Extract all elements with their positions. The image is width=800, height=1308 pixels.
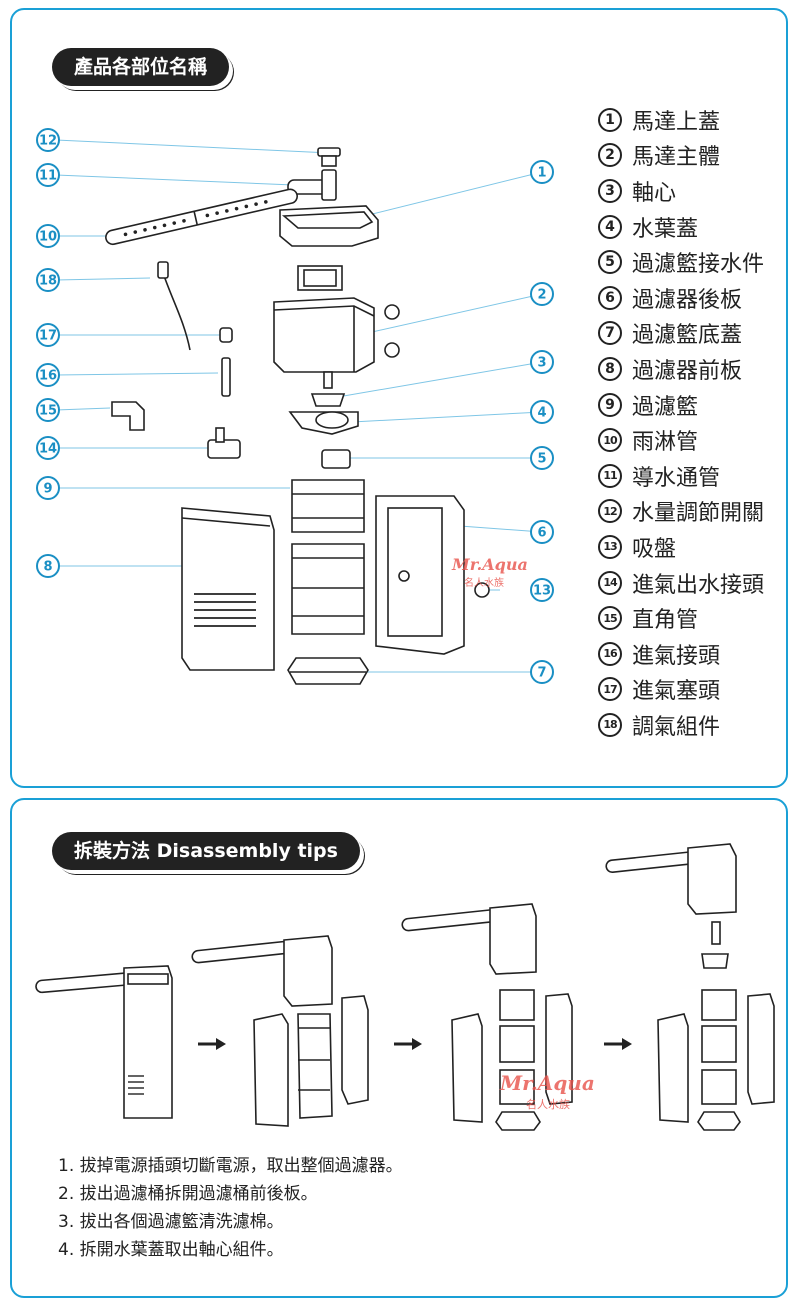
callout-1: 1 (537, 166, 546, 181)
part-drawings (105, 147, 490, 685)
legend-label: 水量調節開關 (632, 501, 765, 527)
callout-9: 9 (43, 482, 52, 497)
legend-label: 進氣接頭 (632, 643, 721, 669)
legend-item: 13 吸盤 (598, 529, 764, 565)
disassembly-steps: 1. 拔掉電源插頭切斷電源，取出整個過濾器。 2. 拔出過濾桶拆開過濾桶前後板。… (58, 1152, 403, 1264)
callout-circles: 12 11 10 18 17 16 15 14 9 8 1 2 3 4 5 6 … (36, 128, 554, 684)
legend-item: 1 馬達上蓋 (598, 102, 764, 138)
disassembly-section-title: 拆裝方法 Disassembly tips (52, 832, 360, 870)
legend-number: 13 (598, 534, 622, 559)
legend-label: 水葉蓋 (632, 216, 699, 242)
legend-number: 6 (598, 285, 622, 310)
legend-label: 進氣塞頭 (632, 679, 721, 705)
legend-number: 18 (598, 712, 622, 737)
callout-17: 17 (39, 329, 57, 344)
callout-11: 11 (39, 169, 57, 184)
parts-panel: 產品各部位名稱 12 11 10 18 (10, 8, 788, 788)
watermark-sub: 名人水族 (464, 576, 504, 589)
legend-item: 8 過濾器前板 (598, 351, 764, 387)
legend-label: 直角管 (632, 608, 699, 634)
stage-1-assembled (35, 965, 173, 1119)
legend-number: 1 (598, 107, 622, 132)
legend-item: 16 進氣接頭 (598, 636, 764, 672)
callout-2: 2 (537, 288, 546, 303)
legend-label: 馬達上蓋 (632, 109, 721, 135)
legend-label: 過濾籃 (632, 394, 699, 420)
step-2: 2. 拔出過濾桶拆開過濾桶前後板。 (58, 1184, 318, 1204)
legend-number: 17 (598, 677, 622, 702)
legend-label: 雨淋管 (632, 430, 699, 456)
stage-3-baskets (401, 903, 573, 1131)
legend-label: 過濾籃接水件 (632, 252, 765, 278)
legend-number: 3 (598, 178, 622, 203)
callout-8: 8 (43, 560, 52, 575)
callout-6: 6 (537, 526, 546, 541)
legend-number: 2 (598, 143, 622, 168)
legend-item: 15 直角管 (598, 600, 764, 636)
legend-number: 12 (598, 499, 622, 524)
legend-item: 18 調氣組件 (598, 707, 764, 743)
legend-number: 15 (598, 606, 622, 631)
watermark-brand-2: Mr.Aqua (499, 1071, 595, 1095)
legend-item: 10 雨淋管 (598, 422, 764, 458)
callout-4: 4 (537, 406, 546, 421)
legend-number: 9 (598, 392, 622, 417)
legend-item: 17 進氣塞頭 (598, 672, 764, 708)
callout-7: 7 (537, 666, 546, 681)
legend-item: 4 水葉蓋 (598, 209, 764, 245)
legend-label: 馬達主體 (632, 145, 721, 171)
legend-label: 過濾籃底蓋 (632, 323, 743, 349)
disassembly-panel: 拆裝方法 Disassembly tips (10, 798, 788, 1298)
legend-number: 8 (598, 356, 622, 381)
legend-item: 7 過濾籃底蓋 (598, 316, 764, 352)
legend-label: 軸心 (632, 180, 677, 206)
legend-label: 過濾器後板 (632, 287, 743, 313)
legend-item: 2 馬達主體 (598, 138, 764, 174)
legend-item: 6 過濾器後板 (598, 280, 764, 316)
legend-item: 12 水量調節開關 (598, 494, 764, 530)
disassembly-illustration: Mr.Aqua 名人水族 (35, 843, 775, 1131)
legend-label: 過濾器前板 (632, 358, 743, 384)
step-1: 1. 拔掉電源插頭切斷電源，取出整個過濾器。 (58, 1156, 403, 1176)
exploded-diagram: 12 11 10 18 17 16 15 14 9 8 1 2 3 4 5 6 … (36, 128, 554, 685)
callout-14: 14 (39, 442, 57, 457)
legend-label: 進氣出水接頭 (632, 572, 765, 598)
callout-15: 15 (39, 404, 57, 419)
legend-item: 3 軸心 (598, 173, 764, 209)
callout-10: 10 (39, 230, 57, 245)
legend-number: 5 (598, 250, 622, 275)
callout-18: 18 (39, 274, 57, 289)
legend-number: 11 (598, 463, 622, 488)
legend-item: 11 導水通管 (598, 458, 764, 494)
callout-16: 16 (39, 369, 57, 384)
watermark-sub-2: 名人水族 (526, 1097, 570, 1111)
step-3: 3. 拔出各個過濾籃清洗濾棉。 (58, 1212, 284, 1232)
legend-number: 4 (598, 214, 622, 239)
stage-2-open (191, 935, 369, 1127)
legend-label: 吸盤 (632, 536, 677, 562)
callout-3: 3 (537, 356, 546, 371)
legend-item: 5 過濾籃接水件 (598, 244, 764, 280)
legend-number: 7 (598, 321, 622, 346)
legend-item: 14 進氣出水接頭 (598, 565, 764, 601)
callout-5: 5 (537, 452, 546, 467)
legend-number: 10 (598, 428, 622, 453)
step-4: 4. 拆開水葉蓋取出軸心組件。 (58, 1240, 284, 1260)
callout-12: 12 (39, 134, 57, 149)
legend-label: 調氣組件 (632, 714, 721, 740)
parts-legend: 1 馬達上蓋 2 馬達主體 3 軸心 4 水葉蓋 5 過濾籃接水件 6 過濾器後板 7 過濾籃底蓋 8 過濾器… (598, 102, 764, 743)
stage-4-impeller (605, 843, 775, 1131)
callout-13: 13 (533, 584, 551, 599)
parts-section-title: 產品各部位名稱 (52, 48, 230, 86)
watermark-brand: Mr.Aqua (451, 555, 528, 574)
legend-number: 14 (598, 570, 622, 595)
legend-label: 導水通管 (632, 465, 721, 491)
legend-item: 9 過濾籃 (598, 387, 764, 423)
legend-number: 16 (598, 641, 622, 666)
